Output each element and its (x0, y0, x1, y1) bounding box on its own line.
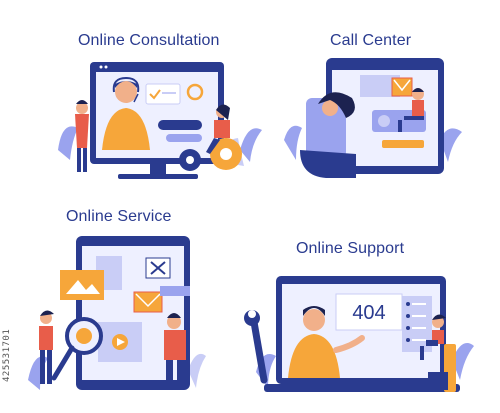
online-service-illustration (28, 236, 206, 390)
stock-id-watermark: 425531701 (2, 328, 12, 382)
online-support-illustration (244, 276, 474, 392)
panel-title-online-support: Online Support (296, 240, 405, 257)
call-center-illustration (284, 58, 462, 178)
error-code-404: 404 (352, 302, 386, 324)
consultation-illustration (58, 62, 262, 179)
operator-head (115, 81, 137, 103)
operator-body (102, 108, 150, 150)
error-card (335, 293, 403, 331)
panel-title-call-center: Call Center (330, 32, 412, 49)
panel-title-online-service: Online Service (66, 208, 172, 225)
panel-title-online-consultation: Online Consultation (78, 32, 220, 49)
